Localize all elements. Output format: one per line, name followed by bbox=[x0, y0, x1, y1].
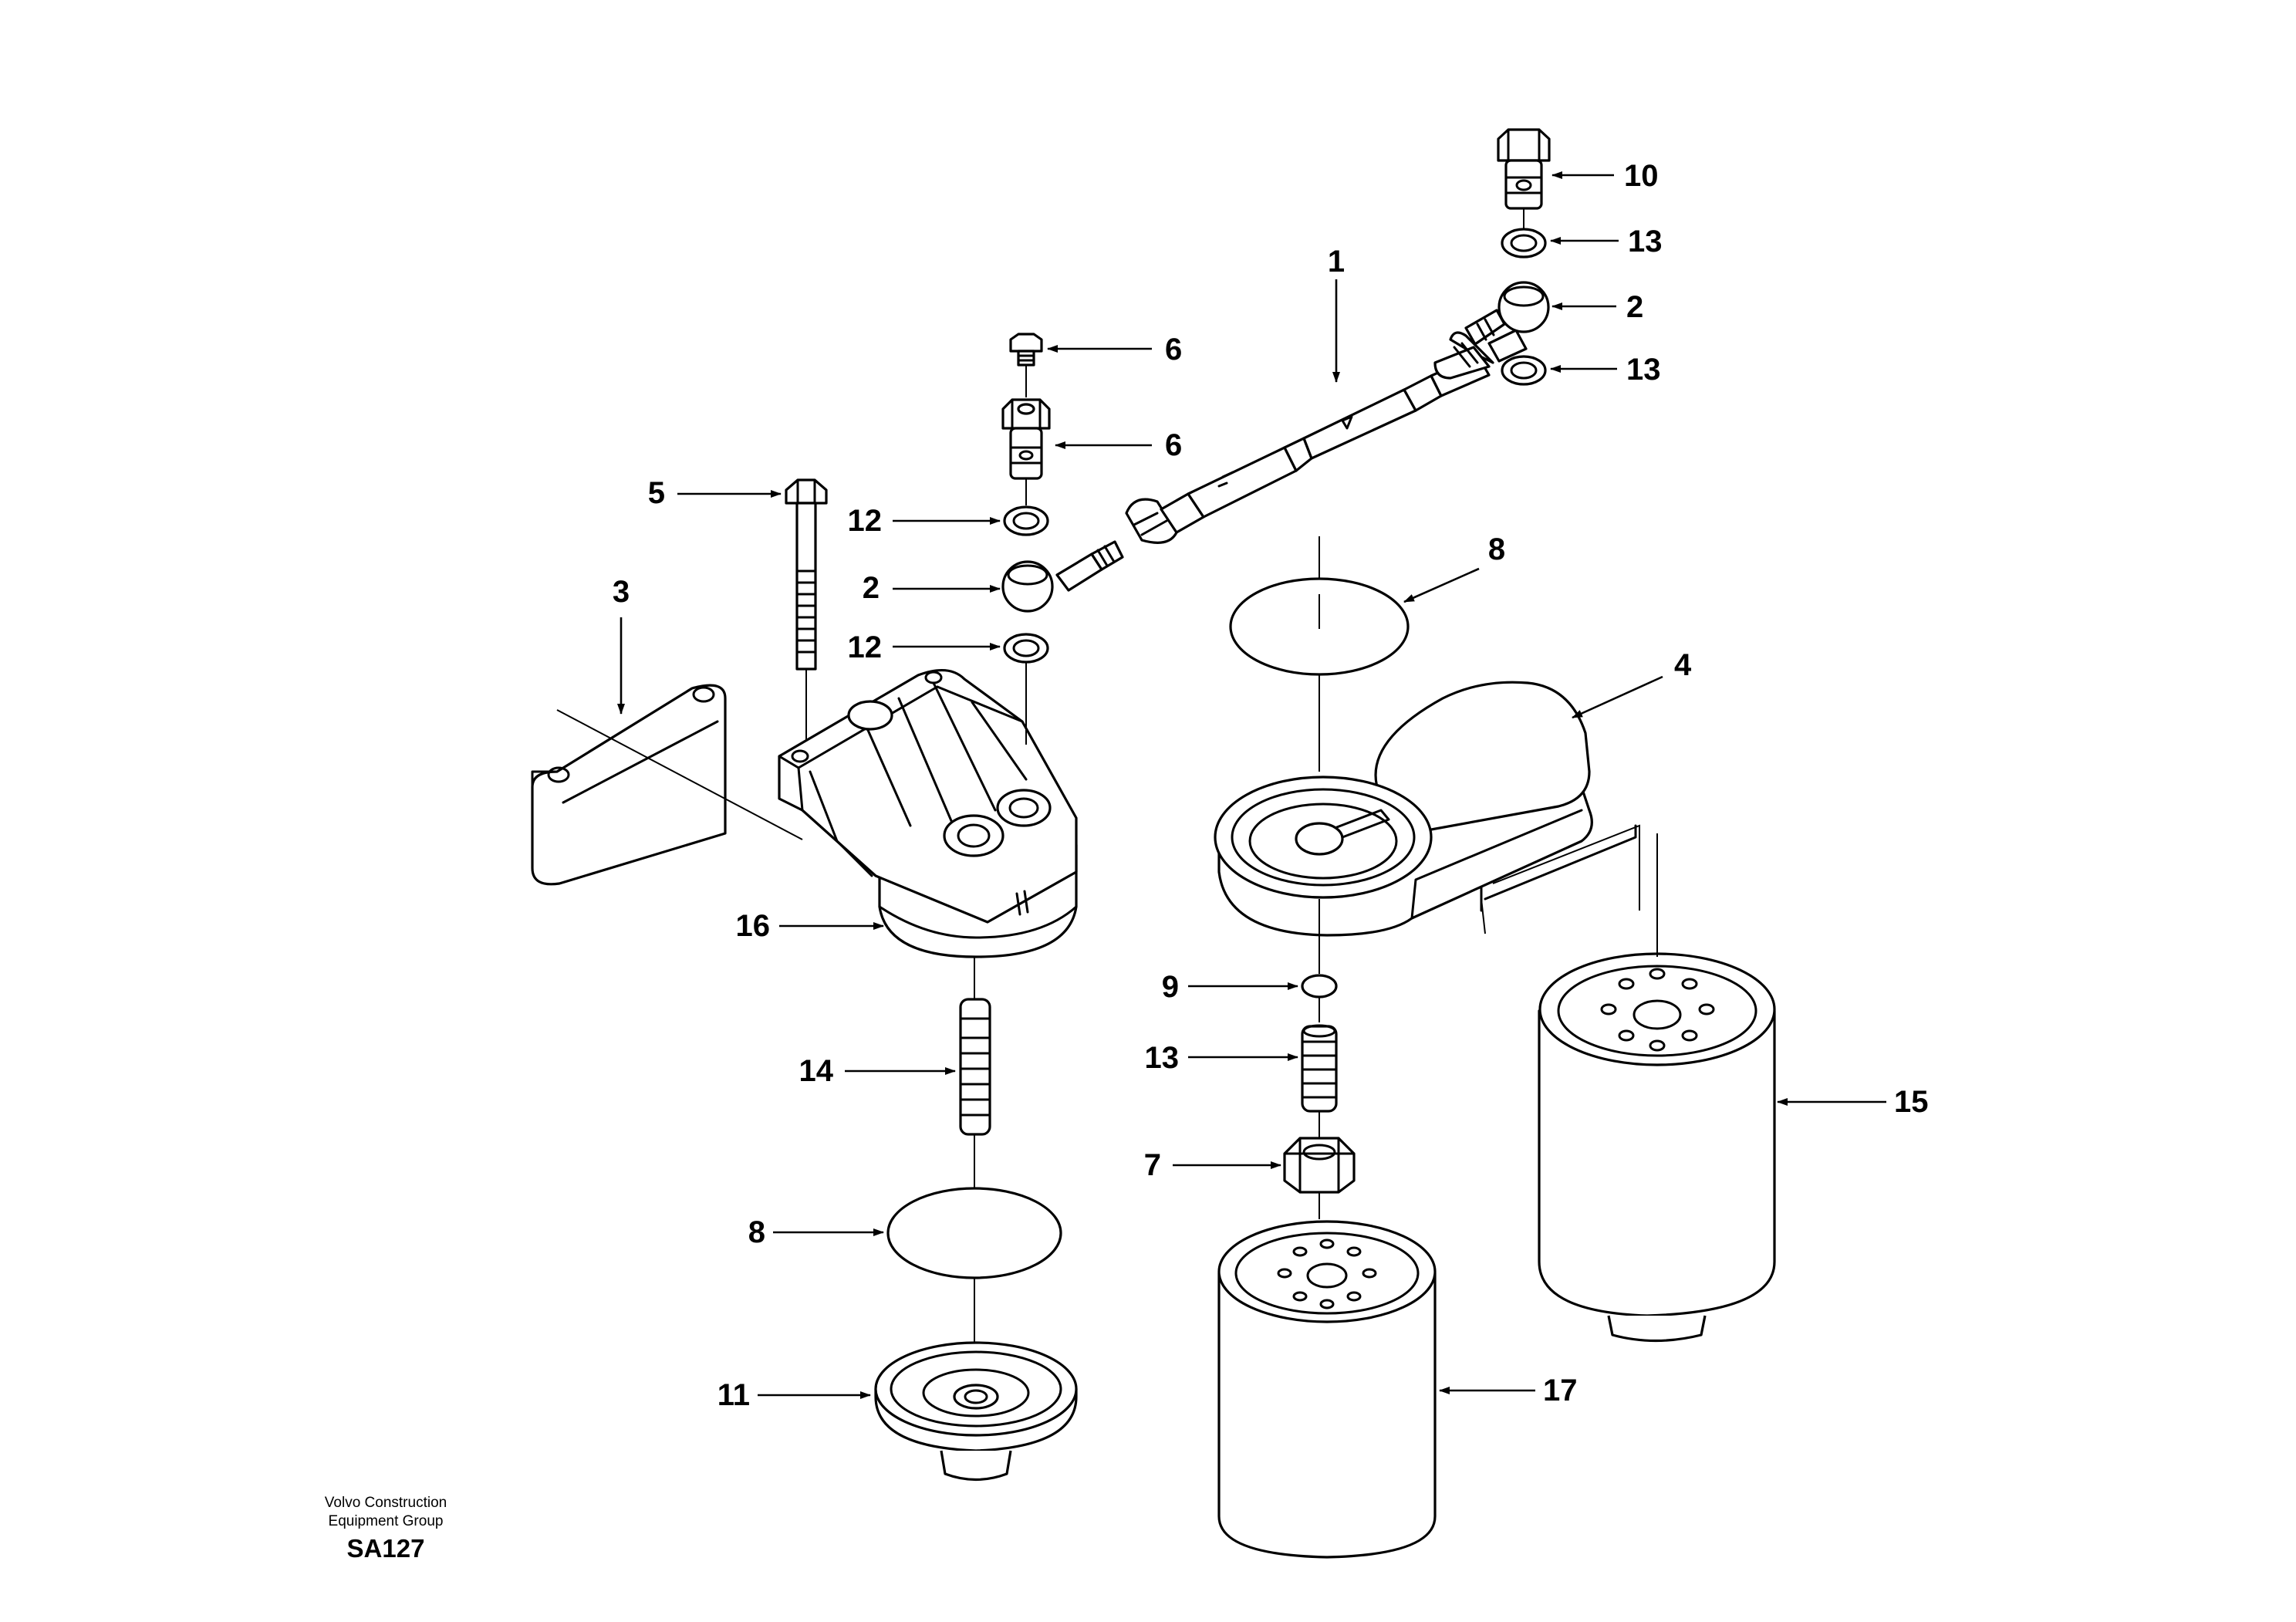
callout-13: 13 bbox=[1626, 353, 1661, 387]
callout-13: 13 bbox=[1628, 225, 1663, 259]
callout-1: 1 bbox=[1328, 245, 1345, 279]
callout-12: 12 bbox=[848, 504, 883, 538]
callout-12: 12 bbox=[848, 630, 883, 664]
drawing-footer: Volvo Construction Equipment Group SA127 bbox=[325, 1495, 447, 1563]
o-ring-part bbox=[1301, 899, 1338, 1022]
banjo-fitting-upper-part bbox=[1464, 281, 1550, 346]
washer-upper-12-part bbox=[1003, 505, 1049, 536]
callout-15: 15 bbox=[1894, 1085, 1929, 1119]
gasket-upper-part bbox=[1229, 536, 1410, 772]
gasket-lower-part bbox=[886, 1187, 1062, 1347]
callout-10: 10 bbox=[1624, 159, 1659, 193]
callout-6: 6 bbox=[1165, 333, 1182, 367]
bleed-screw-part bbox=[1009, 333, 1043, 397]
company-name-line2: Equipment Group bbox=[329, 1513, 444, 1529]
hex-nut-part bbox=[1283, 1137, 1356, 1219]
callout-7: 7 bbox=[1144, 1148, 1161, 1182]
nipple-part bbox=[959, 957, 991, 1219]
callout-8: 8 bbox=[748, 1215, 765, 1249]
callout-8: 8 bbox=[1488, 532, 1505, 566]
banjo-bolt-top-part bbox=[1497, 128, 1551, 230]
fuel-filter-part bbox=[1217, 1220, 1437, 1559]
banjo-bolt-part bbox=[1001, 398, 1051, 505]
callout-2: 2 bbox=[1626, 290, 1643, 324]
filter-cap-part bbox=[874, 1341, 1078, 1482]
separator-holes bbox=[1600, 968, 1715, 1052]
callout-2: 2 bbox=[863, 571, 880, 605]
callout-13: 13 bbox=[1145, 1041, 1180, 1075]
bracket-plate-part bbox=[531, 684, 803, 886]
callout-16: 16 bbox=[736, 909, 771, 943]
callout-17: 17 bbox=[1543, 1374, 1578, 1407]
callout-labels: 1 2 2 3 4 5 6 6 7 8 8 9 10 11 12 12 13 1… bbox=[613, 159, 1929, 1412]
water-separator-filter-part bbox=[1538, 833, 1776, 1343]
leader-lines bbox=[617, 171, 1886, 1399]
washer-upper-13-part bbox=[1501, 228, 1547, 259]
washer-lower-12-part bbox=[1003, 633, 1049, 745]
callout-14: 14 bbox=[799, 1054, 834, 1088]
callout-3: 3 bbox=[613, 575, 630, 609]
drawing-code: SA127 bbox=[347, 1534, 425, 1563]
banjo-fitting-lower-part bbox=[1001, 540, 1124, 613]
callout-4: 4 bbox=[1674, 648, 1692, 682]
washer-lower-13-part bbox=[1501, 355, 1547, 386]
callout-6: 6 bbox=[1165, 428, 1182, 462]
callout-11: 11 bbox=[718, 1378, 750, 1412]
fuel-pipe-part bbox=[1125, 329, 1528, 544]
filter-holes bbox=[1277, 1238, 1377, 1309]
company-name-line1: Volvo Construction bbox=[325, 1495, 447, 1511]
callout-9: 9 bbox=[1162, 970, 1179, 1004]
callout-5: 5 bbox=[648, 476, 665, 510]
filter-head-right-part bbox=[1214, 681, 1640, 937]
filter-head-part bbox=[778, 668, 1078, 958]
bolt-long-part bbox=[785, 478, 828, 748]
threaded-sleeve-part bbox=[1301, 1024, 1338, 1138]
